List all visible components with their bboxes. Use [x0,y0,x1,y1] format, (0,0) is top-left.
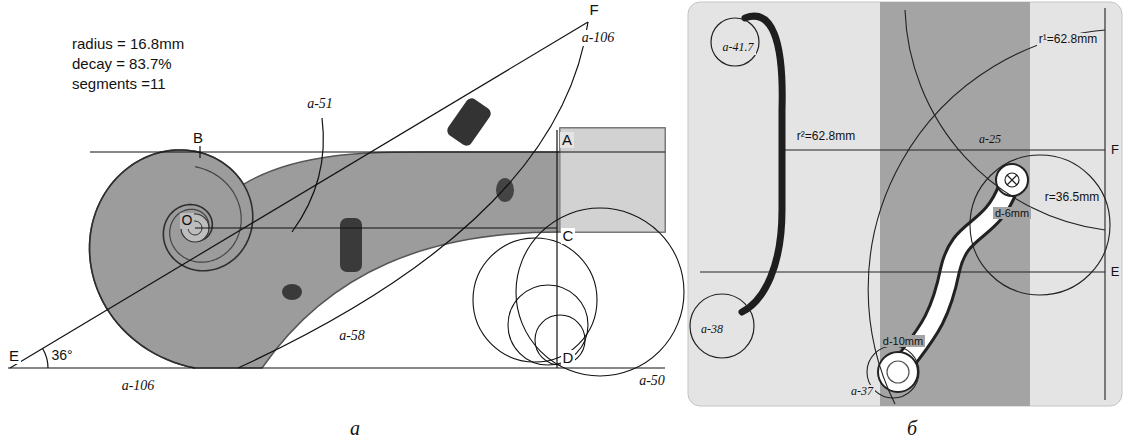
eye-cross [1007,175,1017,185]
panel-ground [688,2,1122,406]
point-label: C [561,228,576,245]
point-label: B [191,130,205,147]
neck-block [560,128,665,232]
arc-label: a-106 [120,378,157,393]
point-label: A [560,132,574,149]
construction-line [1104,8,1105,400]
construction-line [700,271,1105,272]
spiral-curve [90,150,253,368]
construction-circle [970,155,1110,295]
construction-arc [868,30,1105,404]
construction-circle [508,285,588,365]
point-label: F [1109,143,1121,157]
arc-label: a-106 [580,30,617,45]
arc-label: a-58 [337,328,367,343]
tick-mark [199,146,200,158]
eye-circle [887,361,909,383]
dimension-label: r²=62.8mm [795,130,857,143]
eye-circle [1005,173,1019,187]
lower-eye [878,352,918,392]
peg-hole [282,284,302,300]
arc-label: a-38 [699,323,725,336]
body-edge [742,16,782,312]
construction-line [556,130,557,368]
panel-caption: б [905,417,919,439]
shadow-band [880,2,1030,406]
angle-arc [43,349,48,369]
arc-label: a-50 [637,373,667,388]
construction-circle [690,294,754,358]
arc-label: a-37 [849,385,875,398]
spiral-curve [170,167,242,263]
panel-caption: a [348,417,362,439]
dimension-label: r=36.5mm [1043,191,1101,204]
arc-label: a-25 [977,133,1003,146]
construction-line [785,149,1105,150]
point-label: O [180,213,195,228]
construction-circle [516,208,684,376]
construction-arc [238,22,588,368]
angle-label: 36° [49,348,74,363]
peg-shape [340,218,362,272]
upper-eye [996,164,1028,196]
point-label: E [7,348,21,365]
arc-label: a-51 [305,96,335,111]
construction-circle [711,18,759,66]
arc-label: a-41.7 [721,41,756,54]
dimension-label: r¹=62.8mm [1037,33,1099,46]
point-label: D [561,350,576,367]
construction-line [90,151,665,152]
dimension-label: d-10mm [881,335,925,347]
parameter-text: decay = 83.7% [70,56,174,73]
construction-line [10,22,588,368]
parameter-text: segments =11 [70,76,168,93]
dimension-label: d-6mm [993,207,1031,219]
construction-arc [905,10,1105,230]
point-label: E [1109,265,1122,279]
point-label: F [587,2,600,19]
parameter-text: radius = 16.8mm [70,36,186,53]
scroll-body [90,128,665,368]
construction-line [195,227,557,228]
construction-arc [292,118,323,232]
